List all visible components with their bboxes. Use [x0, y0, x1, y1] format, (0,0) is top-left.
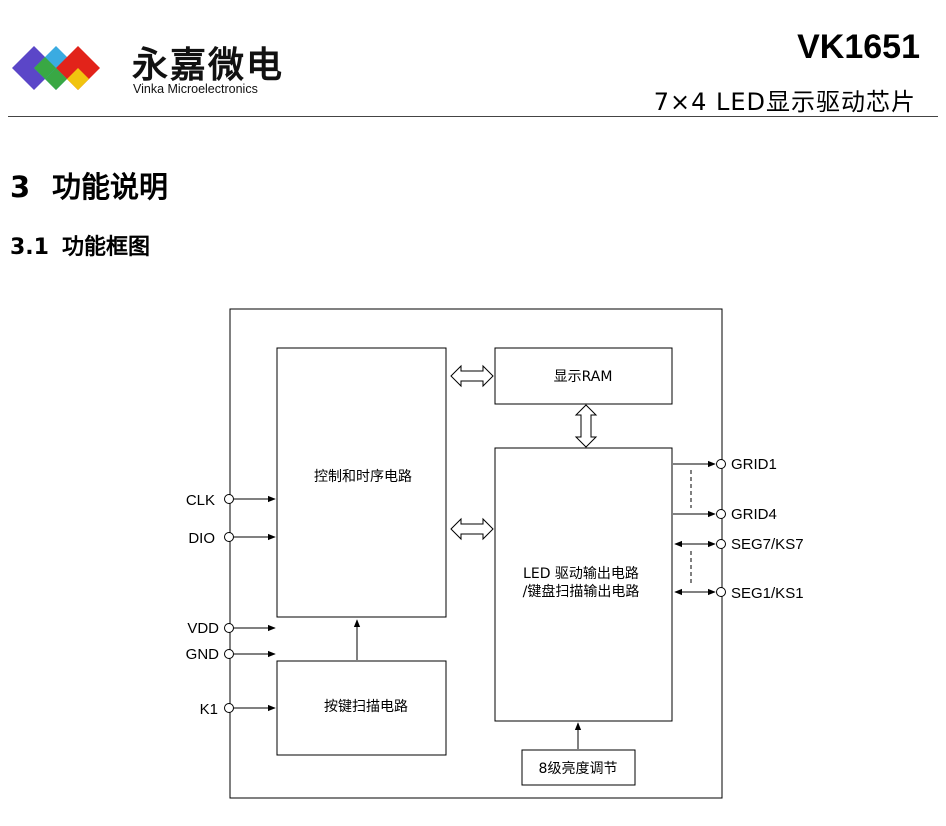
pin-label-k1: K1 — [200, 701, 218, 718]
model-number: VK1651 — [797, 28, 920, 66]
bus-arrow-control-ram — [450, 364, 494, 388]
pin-gnd: GND — [186, 646, 276, 663]
pin-k1: K1 — [200, 701, 276, 718]
subsection-number: 3.1 — [10, 235, 49, 260]
display-ram-block — [494, 347, 673, 405]
vinka-logo-icon — [12, 46, 100, 90]
key-scan-label: 按键扫描电路 — [324, 699, 408, 715]
pin-grid1: GRID1 — [673, 456, 777, 473]
pin-label-seg1-ks1: SEG1/KS1 — [731, 585, 804, 602]
led-driver-label-1: LED 驱动输出电路 — [523, 566, 639, 582]
bus-arrow-ram-driver — [574, 404, 598, 448]
subsection-title: 功能框图 — [62, 235, 151, 260]
pin-label-clk: CLK — [186, 492, 215, 509]
key-scan-block — [276, 660, 447, 756]
pin-label-dio: DIO — [188, 530, 215, 547]
dimming-label: 8级亮度调节 — [539, 760, 618, 777]
brand-name-en: Vinka Microelectronics — [133, 82, 258, 96]
pin-label-gnd: GND — [186, 646, 220, 663]
control-timing-block — [276, 347, 447, 618]
pin-label-grid4: GRID4 — [731, 506, 777, 523]
subsection-heading: 3.1 功能框图 — [10, 229, 150, 261]
product-subtitle: 7×4 LED显示驱动芯片 — [653, 88, 916, 116]
pin-dio: DIO — [188, 530, 276, 547]
pin-label-seg7-ks7: SEG7/KS7 — [731, 536, 804, 553]
display-ram-label: 显示RAM — [554, 369, 613, 385]
pin-vdd: VDD — [187, 620, 276, 637]
led-driver-label-2: /键盘扫描输出电路 — [523, 583, 640, 600]
header-divider — [8, 116, 938, 117]
section-heading: 3 功能说明 — [10, 164, 168, 206]
pin-label-grid1: GRID1 — [731, 456, 777, 473]
section-number: 3 — [10, 170, 31, 204]
control-timing-label: 控制和时序电路 — [314, 469, 412, 485]
dimming-block — [521, 749, 636, 786]
pin-seg7-ks7: SEG7/KS7 — [674, 536, 804, 553]
pin-label-vdd: VDD — [187, 620, 219, 637]
pin-clk: CLK — [186, 492, 276, 509]
bus-arrow-control-driver — [450, 517, 494, 541]
brand-name-cn: 永嘉微电 — [132, 45, 285, 86]
pin-seg1-ks1: SEG1/KS1 — [674, 585, 804, 602]
section-title: 功能说明 — [52, 170, 169, 204]
led-driver-block — [494, 447, 673, 722]
pin-grid4: GRID4 — [673, 506, 777, 523]
